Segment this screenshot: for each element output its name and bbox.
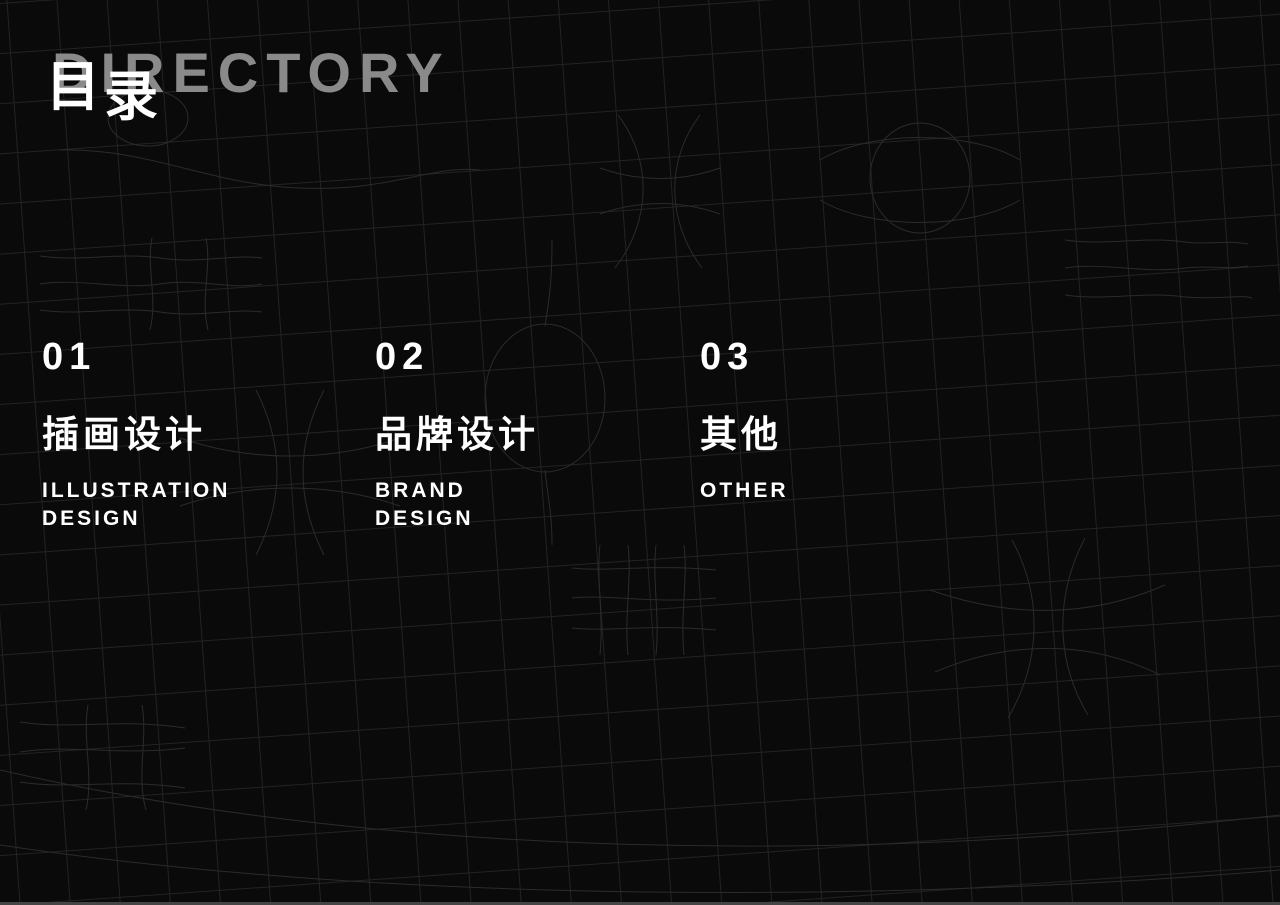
- section-subtitle-en: OTHER: [700, 477, 789, 505]
- section-number: 03: [700, 336, 755, 378]
- section-subtitle-en: BRAND DESIGN: [375, 477, 539, 533]
- grid-distortions: [0, 89, 1280, 893]
- page-title-en: DIRECTORY: [52, 41, 451, 104]
- section-subtitle-en-line2: DESIGN: [42, 507, 141, 530]
- bottom-rule: [0, 902, 1280, 905]
- toc-item-other: 03 其他 OTHER: [700, 338, 789, 505]
- section-subtitle-en: ILLUSTRATION DESIGN: [42, 477, 230, 533]
- section-number: 02: [375, 336, 430, 378]
- section-subtitle-en-line1: OTHER: [700, 479, 789, 502]
- section-number: 01: [42, 336, 97, 378]
- toc-item-brand-design: 02 品牌设计 BRAND DESIGN: [375, 338, 539, 533]
- page-title-cn: 目录: [46, 57, 158, 124]
- section-subtitle-en-line1: ILLUSTRATION: [42, 479, 231, 502]
- section-subtitle-en-line1: BRAND: [375, 479, 466, 502]
- page-title-cn-char1: 目: [46, 57, 100, 117]
- section-title-cn: 插画设计: [42, 414, 206, 455]
- toc-item-illustration-design: 01 插画设计 ILLUSTRATION DESIGN: [42, 338, 230, 533]
- page-title-cn-char2: 录: [104, 67, 158, 127]
- section-title-cn: 其他: [700, 414, 782, 455]
- section-title-cn: 品牌设计: [375, 414, 539, 455]
- section-subtitle-en-line2: DESIGN: [375, 507, 474, 530]
